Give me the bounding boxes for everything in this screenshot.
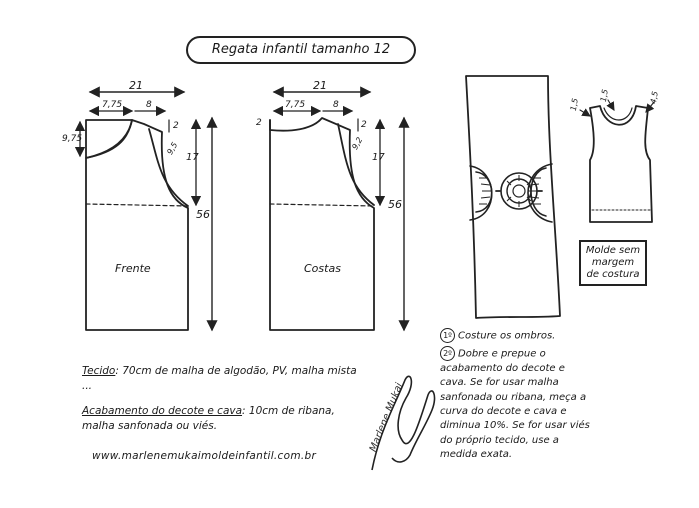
step-1-number: 1º: [440, 328, 455, 343]
front-shoulder-drop-label: 2: [173, 121, 179, 131]
back-piece-outline: [269, 117, 375, 331]
fabric-text: : 70cm de malha de algodão, PV, malha mi…: [82, 365, 357, 392]
step-1-text: Costure os ombros.: [458, 330, 556, 342]
fabric-note: Tecido: 70cm de malha de algodão, PV, ma…: [82, 364, 362, 394]
assembly-tube: [465, 75, 561, 319]
front-armhole-depth-label: 17: [186, 152, 199, 163]
back-shoulder-drop-label: 2: [361, 120, 367, 130]
front-piece-label: Frente: [115, 262, 151, 275]
front-neck-curve: [85, 119, 133, 159]
step-2-text: Dobre e prepue o acabamento do decote e …: [440, 348, 590, 461]
mold-note-line-2: margem: [591, 257, 635, 268]
mold-note-line-1: Molde sem: [585, 245, 641, 256]
front-shoulder-label: 8: [146, 100, 152, 110]
website-text: www.marlenemukaimoldeinfantil.com.br: [92, 450, 317, 462]
fabric-label: Tecido: [82, 365, 116, 377]
back-neck-width-label: 7,75: [285, 100, 306, 110]
signature-scribble: [371, 375, 436, 471]
back-piece-label: Costas: [304, 262, 341, 275]
tank-top-sketch: [589, 105, 653, 223]
back-armhole-curve: [337, 123, 375, 206]
front-width-label: 21: [129, 79, 143, 92]
mold-note-box: Molde sem margem de costura: [579, 240, 647, 286]
finishing-text: : 10cm de ribana, malha sanfonada ou vié…: [82, 405, 335, 432]
front-neck-depth-label: 9,75: [62, 134, 83, 144]
finishing-label: Acabamento do decote e cava: [82, 405, 243, 417]
back-neck-depth-label: 2: [256, 118, 262, 128]
front-length-label: 56: [196, 208, 210, 221]
back-width-label: 21: [313, 79, 327, 92]
pattern-title: Regata infantil tamanho 12: [186, 36, 416, 64]
back-length-label: 56: [388, 198, 402, 211]
mold-note-line-3: de costura: [586, 269, 640, 280]
back-shoulder-label: 8: [333, 100, 339, 110]
front-armhole-curve: [148, 128, 189, 207]
front-neck-width-label: 7,75: [102, 100, 123, 110]
back-armhole-depth-label: 17: [372, 152, 385, 163]
finishing-note: Acabamento do decote e cava: 10cm de rib…: [82, 404, 352, 434]
step-2-number: 2º: [440, 345, 455, 361]
